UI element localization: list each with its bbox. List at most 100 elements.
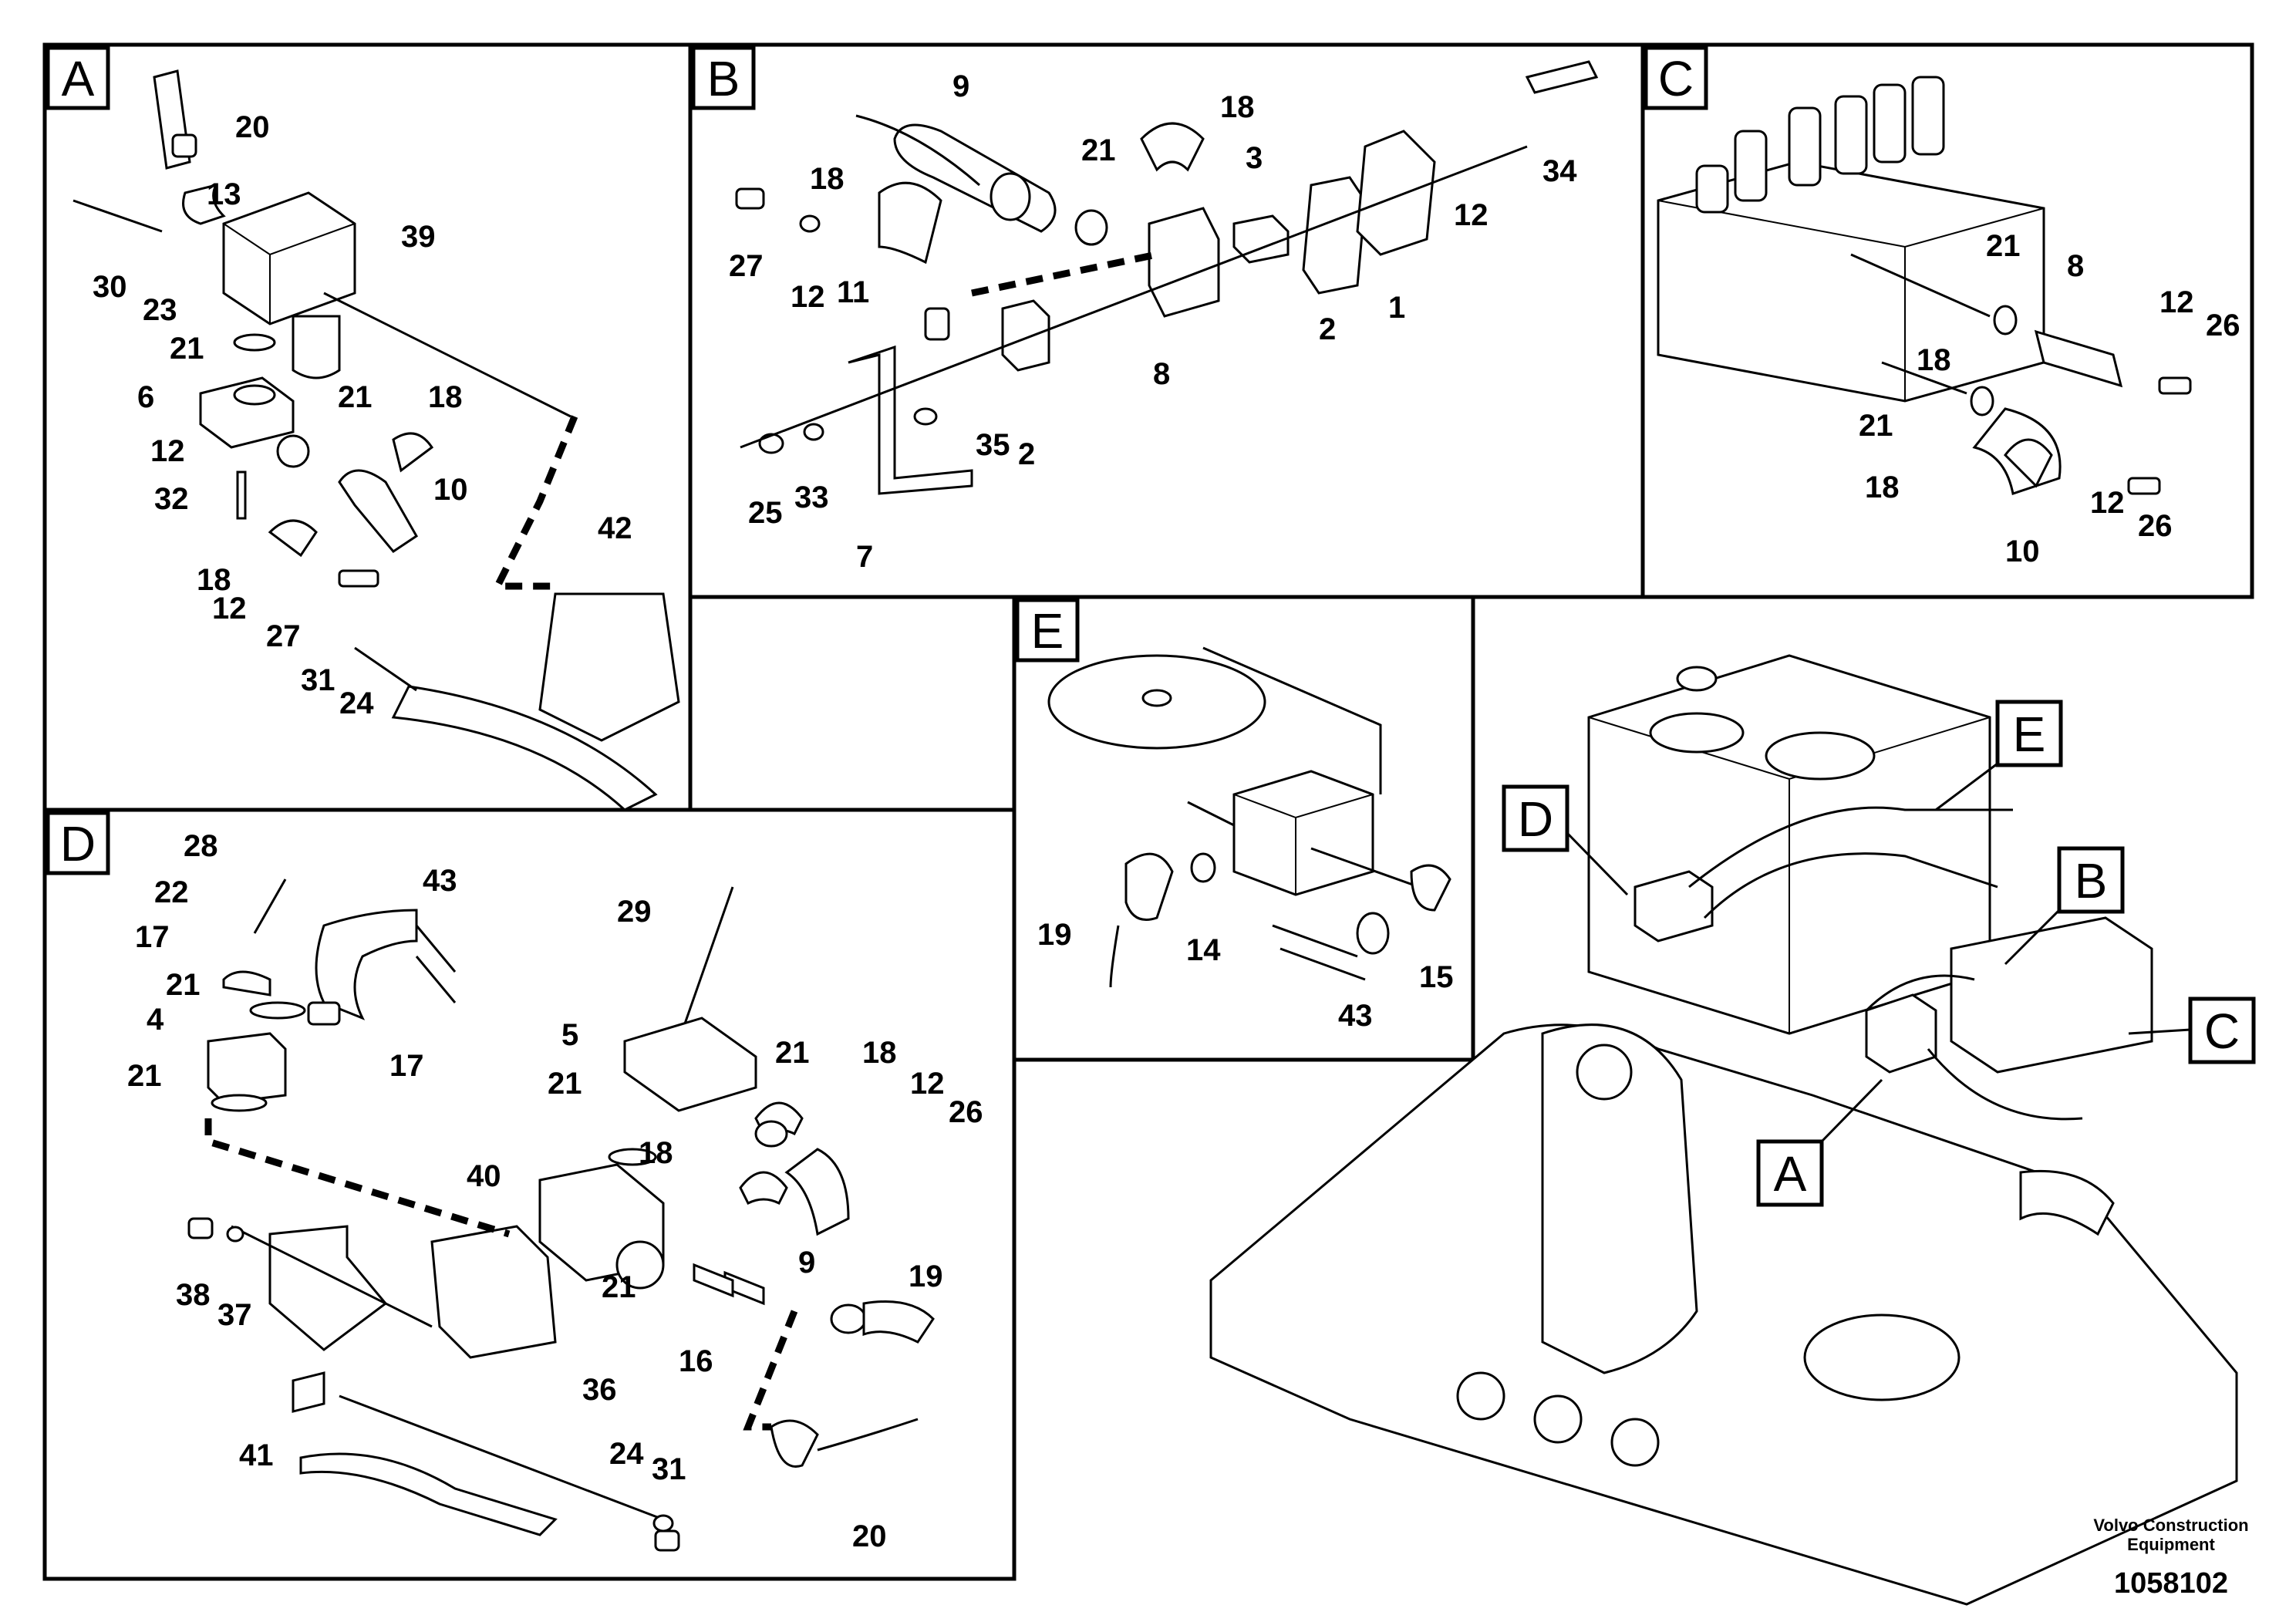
- callout: 34: [1542, 154, 1577, 188]
- callout: 36: [582, 1373, 617, 1407]
- callout: 28: [184, 829, 218, 863]
- callout: 26: [949, 1095, 983, 1129]
- callout: 43: [1338, 999, 1373, 1033]
- callout: 12: [2090, 486, 2125, 520]
- svg-text:D: D: [1518, 791, 1553, 847]
- callout: 17: [389, 1049, 424, 1083]
- callout: 24: [609, 1437, 644, 1471]
- callout: 10: [433, 473, 468, 507]
- callout: 20: [852, 1519, 887, 1553]
- callout: 12: [150, 434, 185, 468]
- callout: 21: [127, 1059, 162, 1093]
- company-line-2: Equipment: [2127, 1535, 2215, 1554]
- callout: 39: [401, 220, 436, 254]
- callouts-panel-a: 20 13 39 30 23 21 6 21 18 12 10 32 18 12…: [93, 110, 632, 720]
- svg-text:A: A: [62, 51, 95, 106]
- overview-tag-b[interactable]: B: [2004, 846, 2125, 966]
- svg-text:A: A: [1774, 1146, 1807, 1202]
- callout: 27: [266, 619, 301, 653]
- callout: 41: [239, 1438, 274, 1472]
- callout: 21: [1859, 409, 1893, 443]
- callout: 18: [197, 563, 231, 597]
- overview-tag-a[interactable]: A: [1756, 1078, 1883, 1207]
- callout: 23: [143, 293, 177, 327]
- callout: 2: [1319, 312, 1336, 346]
- panel-e-drawing: [1047, 646, 1451, 988]
- panel-blank-frame: [688, 595, 1017, 812]
- callout: 10: [2005, 534, 2040, 568]
- callouts-panel-b: 9 18 21 3 34 12 18 27 12 11 2 1 8 25 33 …: [729, 69, 1577, 574]
- callout: 14: [1186, 933, 1221, 967]
- callout: 15: [1419, 960, 1454, 994]
- callout: 5: [561, 1018, 578, 1052]
- section-label-c: C: [1644, 46, 1708, 110]
- section-label-d: D: [46, 811, 110, 875]
- callout: 18: [639, 1136, 673, 1170]
- callouts-panel-e: 19 14 43 15: [1037, 918, 1454, 1033]
- callout: 2: [1018, 437, 1035, 471]
- document-number: 1058102: [2114, 1567, 2228, 1600]
- callout: 9: [952, 69, 969, 103]
- callout: 26: [2206, 309, 2240, 342]
- callout: 20: [235, 110, 270, 144]
- callout: 31: [301, 663, 335, 697]
- callout: 25: [748, 496, 783, 530]
- callout: 30: [93, 270, 127, 304]
- callout: 3: [1246, 141, 1263, 175]
- svg-text:D: D: [60, 816, 96, 872]
- section-label-a: A: [46, 46, 110, 110]
- footer: Volvo Construction Equipment 1058102: [2093, 1516, 2248, 1600]
- callout: 12: [1454, 198, 1489, 232]
- company-line-1: Volvo Construction: [2093, 1516, 2248, 1535]
- section-label-b: B: [691, 46, 756, 110]
- callout: 31: [652, 1452, 686, 1486]
- callout: 33: [794, 481, 829, 514]
- callout: 9: [798, 1246, 815, 1280]
- callout: 16: [679, 1344, 713, 1378]
- callout: 22: [154, 875, 189, 909]
- callout: 35: [976, 428, 1010, 462]
- panel-d-drawing: [187, 878, 935, 1552]
- callout: 12: [2159, 285, 2194, 319]
- callout: 4: [147, 1003, 164, 1037]
- callouts-panel-c: 21 8 12 26 18 21 18 12 10 26: [1859, 229, 2240, 568]
- panel-c-frame: [1640, 42, 2254, 599]
- callout: 18: [1220, 90, 1255, 124]
- callout: 38: [176, 1278, 211, 1312]
- callout: 7: [856, 540, 873, 574]
- svg-text:E: E: [1031, 603, 1064, 659]
- callout: 21: [548, 1067, 582, 1101]
- callout: 13: [207, 177, 241, 211]
- overview-drawing: [1209, 654, 2238, 1606]
- callout: 21: [166, 968, 201, 1002]
- callout: 19: [909, 1259, 943, 1293]
- callout: 21: [1986, 229, 2021, 263]
- callout: 18: [810, 162, 845, 196]
- overview-tag-d[interactable]: D: [1502, 784, 1629, 896]
- svg-text:C: C: [1658, 51, 1694, 106]
- svg-text:B: B: [2075, 853, 2108, 909]
- callout: 12: [791, 280, 825, 314]
- section-label-e: E: [1015, 598, 1080, 663]
- callout: 8: [2067, 249, 2084, 283]
- overview-tag-e[interactable]: E: [1935, 700, 2063, 811]
- callout: 6: [137, 380, 154, 414]
- callout: 19: [1037, 918, 1072, 952]
- panel-c-drawing: [1657, 76, 2192, 495]
- callout: 40: [467, 1159, 501, 1193]
- callout: 21: [775, 1036, 810, 1070]
- callout: 21: [1081, 133, 1116, 167]
- callout: 18: [1917, 343, 1951, 377]
- svg-text:C: C: [2204, 1003, 2240, 1059]
- panel-b-drawing: [735, 60, 1599, 495]
- callout: 21: [602, 1270, 636, 1304]
- callout: 1: [1388, 291, 1405, 325]
- svg-text:B: B: [707, 51, 740, 106]
- callout: 11: [837, 275, 869, 309]
- callout: 29: [617, 895, 652, 929]
- callout: 26: [2138, 509, 2173, 543]
- callouts-panel-d: 28 22 43 17 21 17 4 21 29 5 21 18 12 26 …: [127, 829, 983, 1553]
- overview-tag-c[interactable]: C: [2128, 996, 2256, 1064]
- callout: 17: [135, 920, 170, 954]
